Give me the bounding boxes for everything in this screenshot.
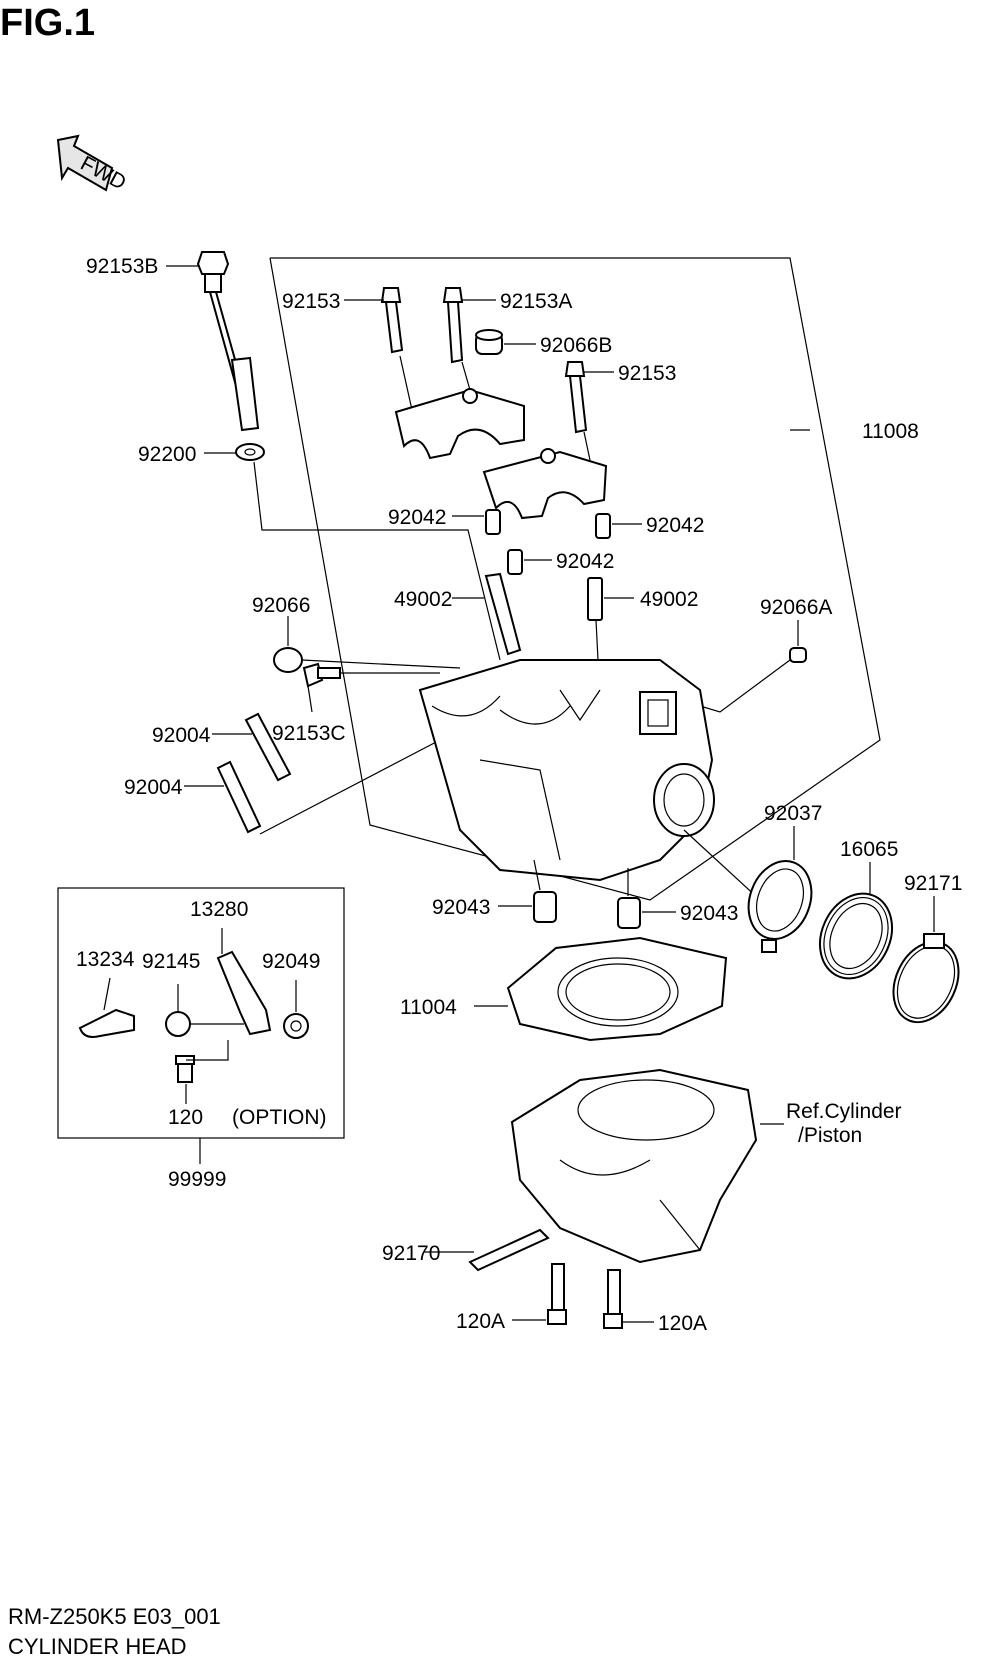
callout-92043-left: 92043 <box>432 896 490 919</box>
cylinder-head <box>418 659 761 901</box>
washer-92200 <box>204 443 501 661</box>
callout-labels: 92153B 92153 92153A 92066B 92153 11008 9… <box>76 255 962 1335</box>
callout-92043-right: 92043 <box>680 902 738 925</box>
exhaust-gasket-92037 <box>747 826 813 953</box>
callout-92170: 92170 <box>382 1242 440 1265</box>
callout-92004-upper: 92004 <box>152 724 211 747</box>
callout-49002-left: 49002 <box>394 588 452 611</box>
lever-13280 <box>190 928 272 1036</box>
diagram-name: CYLINDER HEAD <box>8 1634 187 1659</box>
bolt-92153B <box>166 251 260 432</box>
callout-92066B: 92066B <box>540 334 612 357</box>
dowel-92042-left <box>452 509 501 535</box>
callout-92004-lower: 92004 <box>124 776 183 799</box>
dowel-92042-center <box>507 549 552 575</box>
clamp-92171 <box>892 896 960 1024</box>
part-13234 <box>78 977 135 1038</box>
fwd-arrow-icon: FWD <box>56 134 130 195</box>
ref-cylinder-label-line2: /Piston <box>798 1124 862 1147</box>
callout-11004: 11004 <box>400 996 457 1019</box>
dowel-92042-right <box>595 513 642 539</box>
spring-92145 <box>165 984 191 1037</box>
head-gasket-11004 <box>474 936 728 1042</box>
seal-92049 <box>283 980 309 1039</box>
cam-cap-left <box>394 388 525 460</box>
callout-92145: 92145 <box>142 950 200 973</box>
bolt-120 <box>175 1040 229 1104</box>
callout-92042-center: 92042 <box>556 550 614 573</box>
callout-92200: 92200 <box>138 443 196 466</box>
callout-11008: 11008 <box>862 420 919 443</box>
stud-92004-upper <box>212 712 292 782</box>
callout-92153-left: 92153 <box>282 290 340 313</box>
callout-120A-right: 120A <box>658 1312 707 1335</box>
intake-pipe-16065 <box>819 862 893 980</box>
dowel-92043-right <box>617 868 676 929</box>
callout-99999: 99999 <box>168 1168 226 1191</box>
callout-49002-right: 49002 <box>640 588 698 611</box>
guide-49002-left <box>452 572 522 656</box>
bolt-92153C <box>302 662 440 713</box>
callout-92153B: 92153B <box>86 255 158 278</box>
callout-92066: 92066 <box>252 594 310 617</box>
cam-cap-right <box>482 448 608 520</box>
dowel-92043-left <box>498 859 557 923</box>
callout-92153A: 92153A <box>500 290 572 313</box>
guide-49002-right <box>587 577 634 661</box>
callout-92171: 92171 <box>904 872 962 895</box>
callout-13280: 13280 <box>190 898 248 921</box>
callout-92153C: 92153C <box>272 722 346 745</box>
callout-13234: 13234 <box>76 948 135 971</box>
callout-92042-right: 92042 <box>646 514 704 537</box>
bolt-92153-right <box>564 361 614 461</box>
callout-92042-left: 92042 <box>388 506 446 529</box>
diagram-code: RM-Z250K5 E03_001 <box>8 1604 221 1629</box>
bolt-92153-left <box>344 287 413 411</box>
option-label: (OPTION) <box>232 1106 327 1129</box>
ref-cylinder-label-line1: Ref.Cylinder <box>786 1100 902 1123</box>
plug-92066 <box>273 616 461 673</box>
collar-92066B <box>475 329 536 355</box>
stud-92004-lower <box>184 739 441 835</box>
assembly-bracket-11008 <box>269 257 881 901</box>
callout-92049: 92049 <box>262 950 320 973</box>
callout-120: 120 <box>168 1106 203 1129</box>
figure-title: FIG.1 <box>0 2 96 44</box>
plate-92170 <box>424 1228 550 1272</box>
callout-120A-left: 120A <box>456 1310 505 1333</box>
bolt-92153A <box>442 287 496 391</box>
callout-92066A: 92066A <box>760 596 832 619</box>
callout-92153-right: 92153 <box>618 362 676 385</box>
option-kit-box-99999 <box>57 887 345 1164</box>
cylinder-reference <box>510 1068 784 1264</box>
bolt-120A-left <box>512 1263 567 1325</box>
callout-16065: 16065 <box>840 838 898 861</box>
callout-92037: 92037 <box>764 802 822 825</box>
bolt-120A-right <box>603 1269 654 1329</box>
